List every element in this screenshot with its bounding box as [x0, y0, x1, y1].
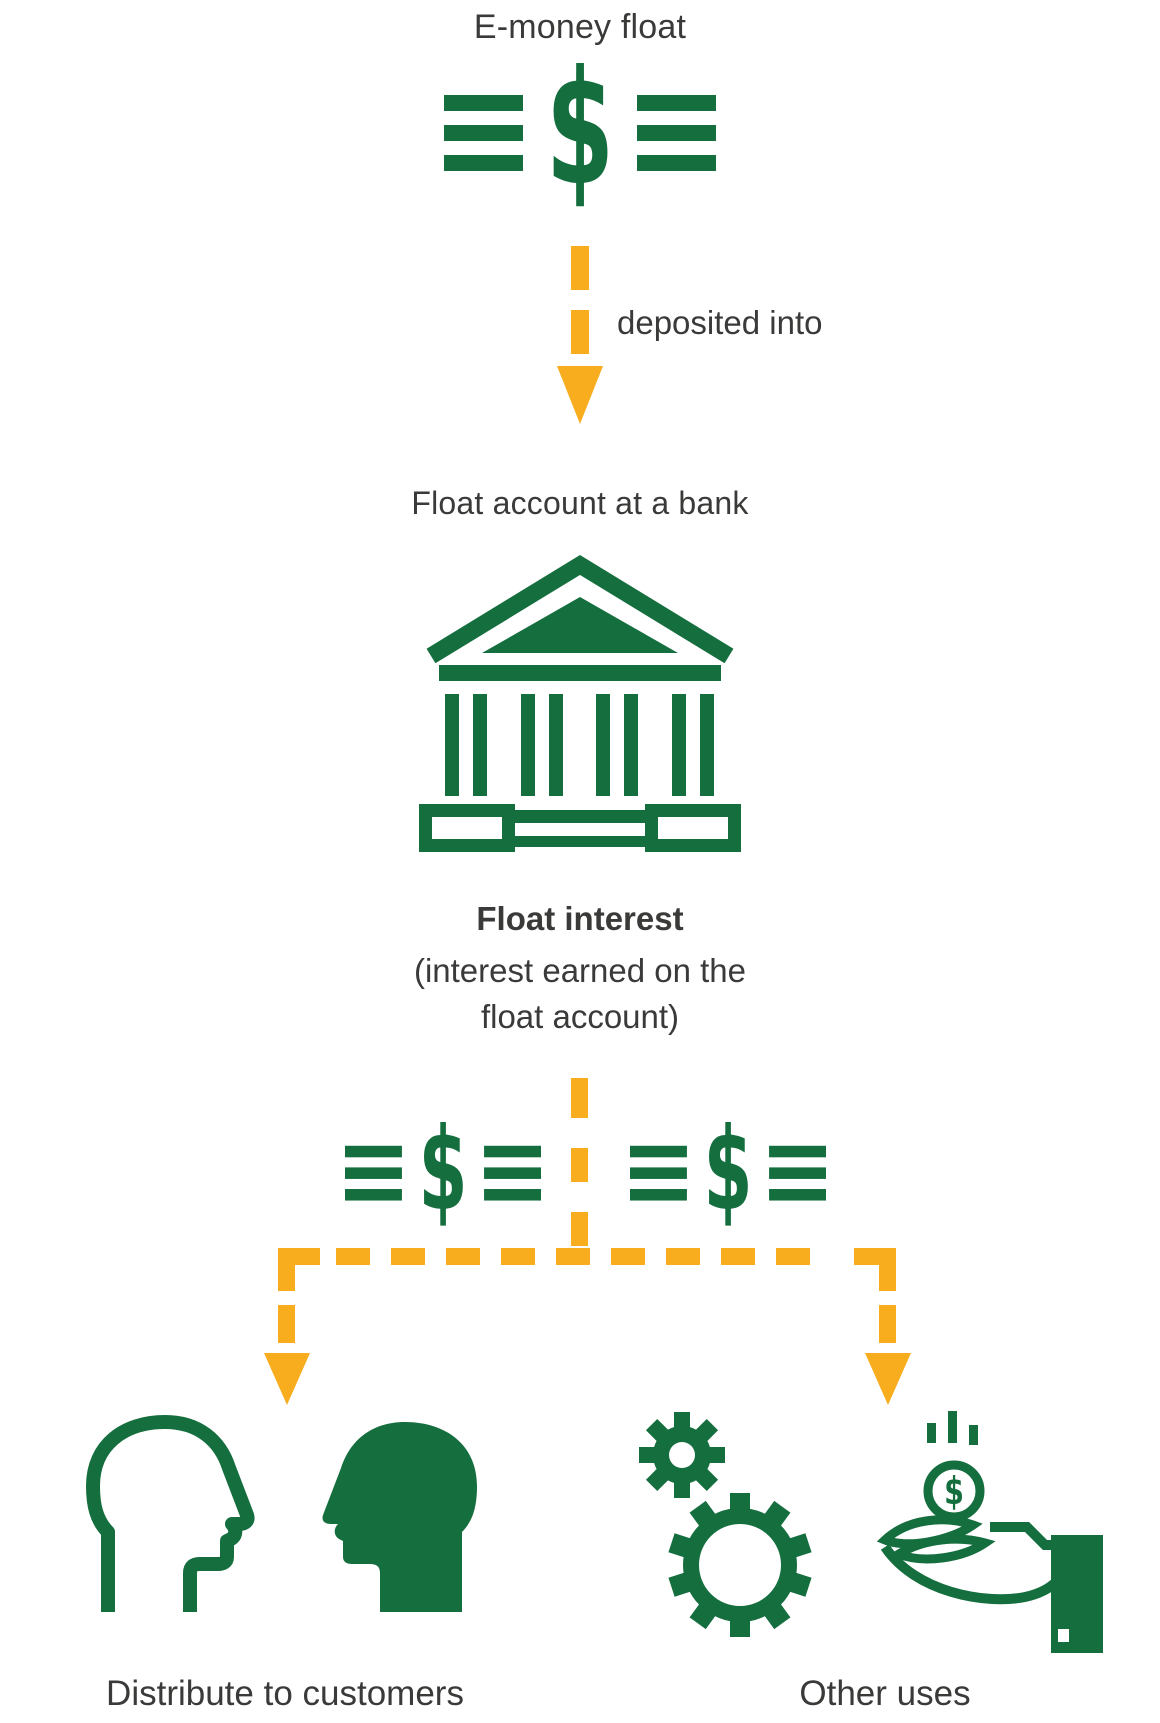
gears-icon — [639, 1412, 812, 1637]
coin-dollar-glyph: $ — [944, 1469, 964, 1513]
large-gear — [668, 1493, 812, 1637]
right-arrowhead — [865, 1353, 911, 1405]
float-interest-subtitle-line2: float account) — [480, 998, 680, 1035]
dollar-coin: $ — [923, 1460, 985, 1522]
falling-coin-trails — [927, 1411, 978, 1445]
down-arrow-icon — [557, 246, 603, 424]
deposit-arrow-label: deposited into — [617, 304, 823, 341]
float-account-label: Float account at a bank — [411, 485, 749, 521]
hand-coin-icon: $ — [876, 1411, 1103, 1653]
bank-roof — [426, 555, 734, 664]
bank-columns — [445, 694, 714, 796]
bank-icon — [419, 555, 741, 852]
bank-pediment — [482, 597, 678, 653]
bank-entablature — [439, 665, 721, 681]
distribute-to-customers-label: Distribute to customers — [106, 1674, 464, 1713]
open-hand — [876, 1515, 1103, 1653]
customers-icon — [86, 1415, 477, 1612]
customer-head-outline — [86, 1415, 255, 1612]
branch-arrows-icon — [264, 1078, 911, 1405]
small-gear — [639, 1412, 725, 1498]
arrowhead — [557, 366, 603, 424]
money-icon — [630, 1104, 826, 1237]
float-interest-subtitle-line1: (interest earned on the — [413, 952, 747, 989]
money-icon — [345, 1104, 541, 1237]
money-icon — [444, 37, 716, 222]
other-uses-label: Other uses — [799, 1674, 971, 1713]
customer-head-filled — [322, 1422, 477, 1612]
float-interest-title: Float interest — [476, 900, 684, 937]
bank-base — [419, 804, 741, 852]
left-arrowhead — [264, 1353, 310, 1405]
